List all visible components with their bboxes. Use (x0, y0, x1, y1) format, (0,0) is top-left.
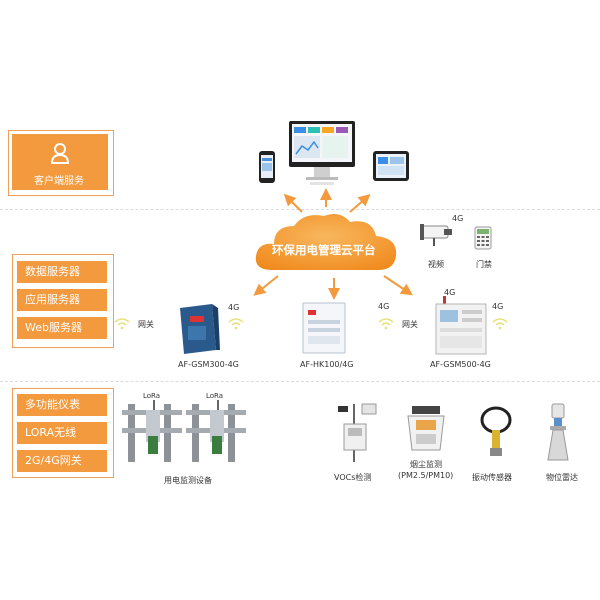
gsm300-device (176, 302, 220, 356)
data-server-button[interactable]: 数据服务器 (17, 261, 107, 283)
phone-illustration (258, 150, 276, 184)
gateway-2g4g-button[interactable]: 2G/4G网关 (17, 450, 107, 472)
server-tier-box: 数据服务器 应用服务器 Web服务器 (12, 254, 114, 348)
meter-assembly-1 (120, 398, 186, 464)
dust-label-line2: (PM2.5/PM10) (398, 471, 454, 480)
meter-assembly-2 (184, 398, 250, 464)
gsm500-name: AF-GSM500-4G (430, 360, 491, 369)
vibration-sensor-device (476, 404, 516, 464)
gsm300-4g-tag: 4G (228, 303, 240, 312)
dust-monitor-device (406, 404, 446, 454)
app-server-button[interactable]: 应用服务器 (17, 289, 107, 311)
tablet-illustration (372, 150, 410, 182)
desktop-monitor-illustration (288, 120, 356, 190)
gsm300-name: AF-GSM300-4G (178, 360, 239, 369)
gsm500-gateway-label: 网关 (402, 320, 418, 329)
gsm500-device (434, 296, 488, 358)
meter-label: 用电监测设备 (164, 476, 212, 485)
lora-label-2: LoRa (206, 392, 224, 400)
access-label: 门禁 (476, 260, 492, 269)
radar-label: 物位雷达 (546, 473, 578, 482)
wifi-icon (490, 318, 510, 330)
multifunction-meter-button[interactable]: 多功能仪表 (17, 394, 107, 416)
hk100-4g-tag: 4G (378, 302, 390, 311)
vocs-label: VOCs检测 (334, 473, 372, 482)
access-control-illustration (474, 226, 492, 250)
client-panel[interactable]: 客户端服务 (12, 134, 108, 190)
gsm300-gateway-label: 网关 (138, 320, 154, 329)
wifi-icon (226, 318, 246, 330)
lora-label-1: LoRa (143, 392, 161, 400)
tier-separator (0, 381, 600, 382)
level-radar-device (544, 402, 572, 464)
hk100-device (302, 302, 346, 354)
cloud-label: 环保用电管理云平台 (272, 243, 376, 257)
gsm500-4g-tag: 4G (444, 288, 456, 297)
vibration-label: 振动传感器 (472, 473, 512, 482)
wifi-icon (112, 318, 132, 330)
hk100-name: AF-HK100/4G (300, 360, 354, 369)
client-tier-box: 客户端服务 (8, 130, 114, 196)
lora-wireless-button[interactable]: LORA无线 (17, 422, 107, 444)
web-server-button[interactable]: Web服务器 (17, 317, 107, 339)
gsm500-4g-tag-right: 4G (492, 302, 504, 311)
device-tier-box: 多功能仪表 LORA无线 2G/4G网关 (12, 388, 114, 478)
vocs-device (328, 400, 380, 464)
cloud-platform[interactable]: 环保用电管理云平台 (252, 208, 402, 278)
user-icon (50, 142, 70, 164)
wifi-icon (376, 318, 396, 330)
video-label: 视频 (428, 260, 444, 269)
client-service-label: 客户端服务 (34, 176, 84, 187)
camera-illustration (418, 222, 458, 248)
camera-4g-tag: 4G (452, 214, 464, 223)
dust-label-line1: 烟尘监测 (410, 460, 442, 469)
